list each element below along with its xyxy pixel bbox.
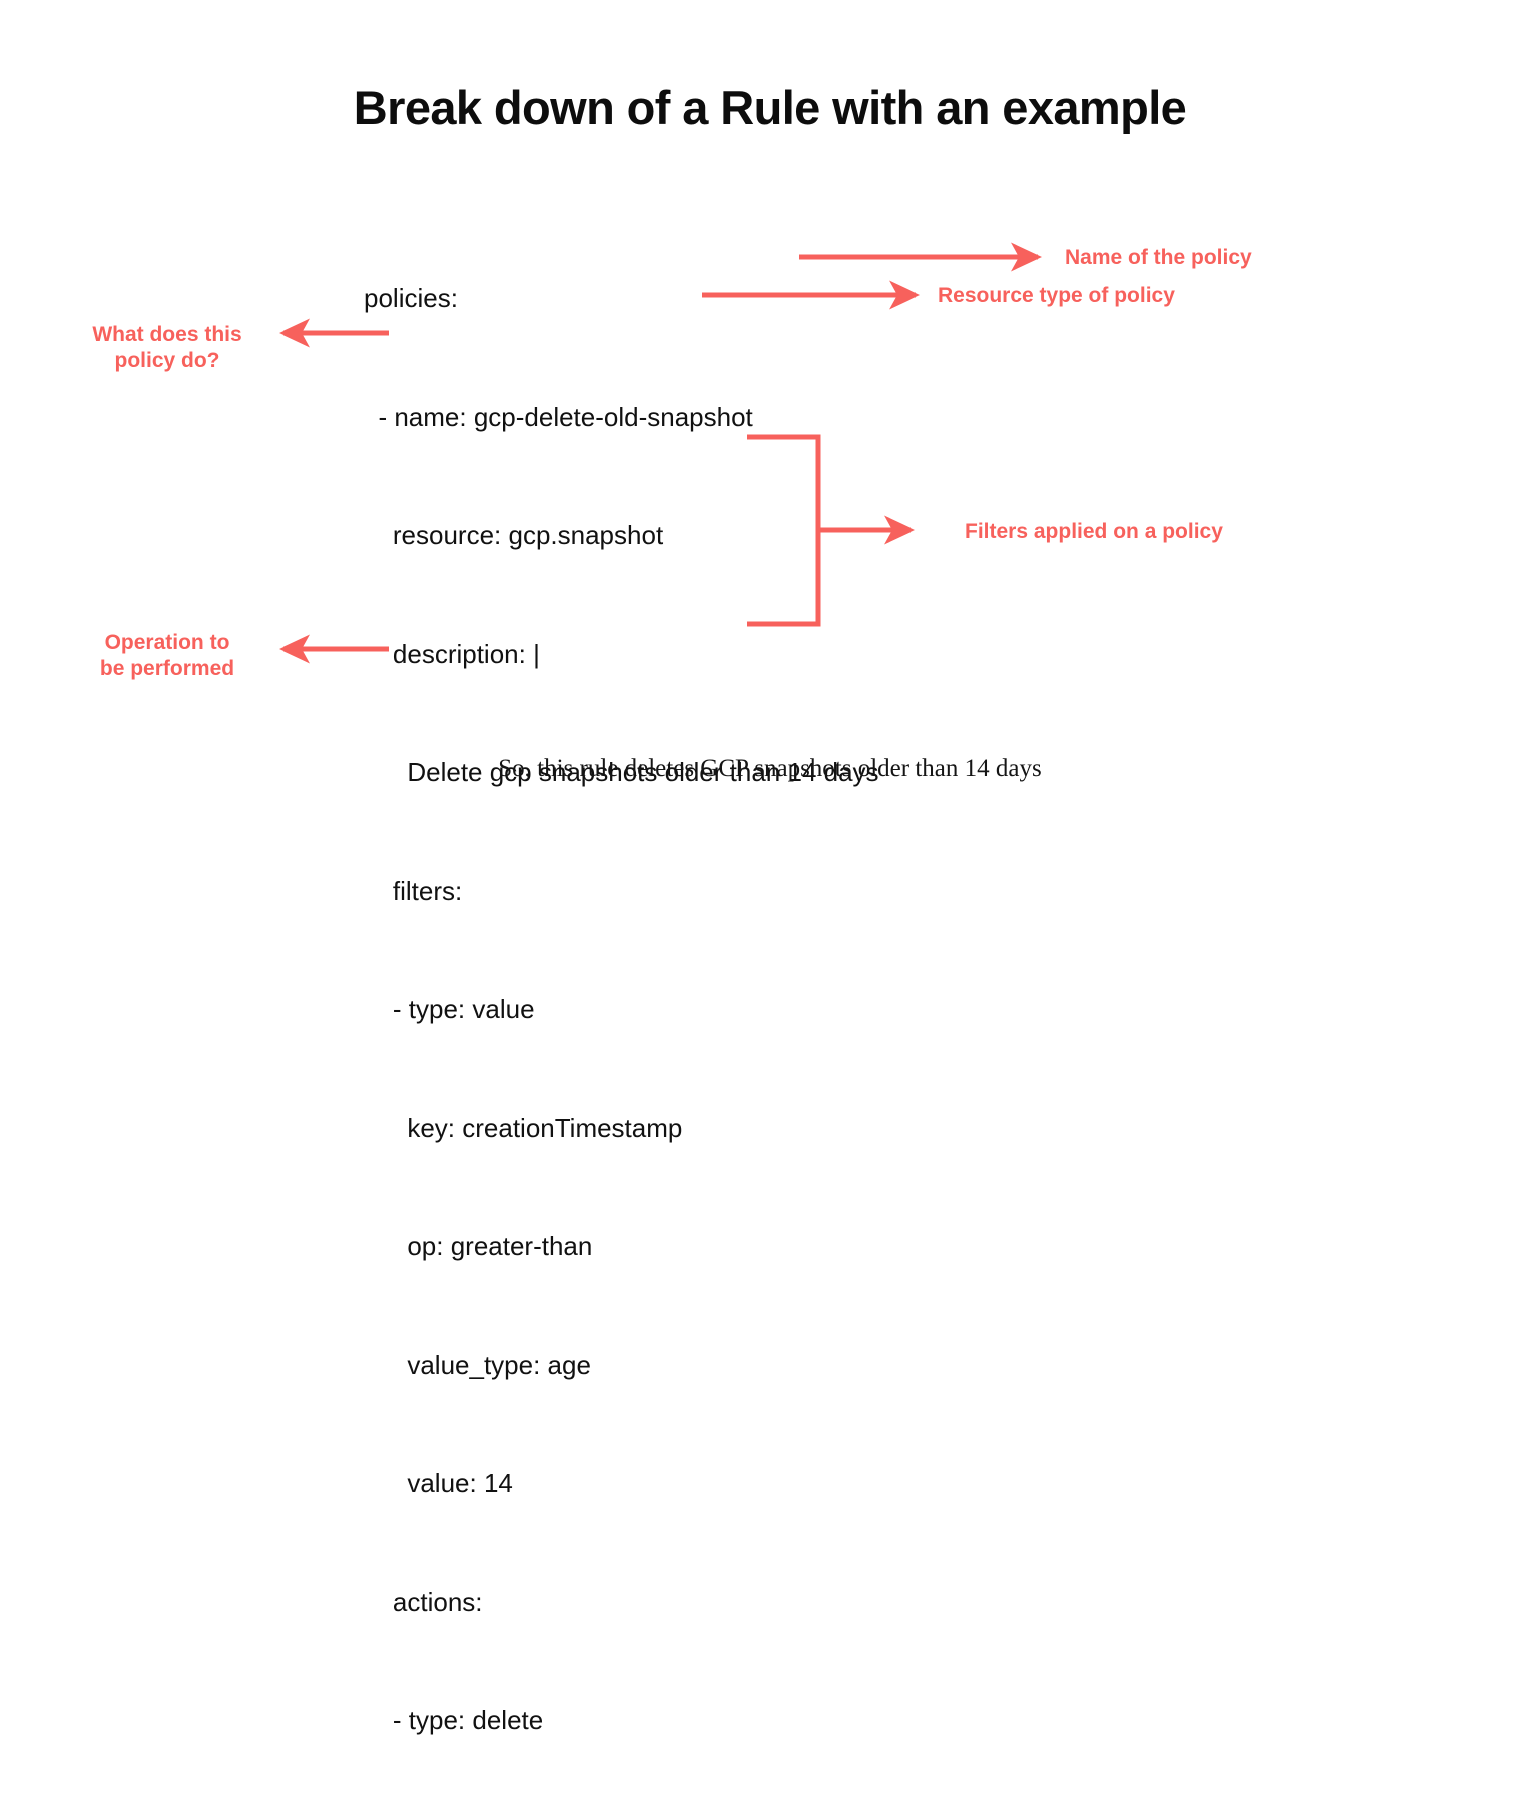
yaml-line-filter-type: - type: value (364, 994, 535, 1024)
label-filters-applied: Filters applied on a policy (965, 520, 1223, 543)
yaml-code-block: policies: - name: gcp-delete-old-snapsho… (364, 200, 879, 1820)
label-resource-type: Resource type of policy (938, 284, 1175, 307)
summary-caption: So, this rule deletes GCP snapshots olde… (498, 755, 1042, 782)
label-operation-performed: Operation to be performed (99, 631, 235, 680)
yaml-line-name: - name: gcp-delete-old-snapshot (364, 401, 753, 432)
yaml-line-actions: actions: (364, 1586, 483, 1617)
yaml-line-filters: filters: (364, 875, 463, 906)
yaml-line-filter-op: op: greater-than (364, 1231, 593, 1261)
label-name-of-policy: Name of the policy (1065, 246, 1252, 269)
yaml-line-filter-value: value: 14 (364, 1468, 513, 1498)
yaml-line-resource: resource: gcp.snapshot (364, 520, 664, 550)
yaml-line-description: description: | (364, 638, 540, 669)
page-title: Break down of a Rule with an example (353, 81, 1187, 134)
yaml-line-action-type: - type: delete (364, 1705, 544, 1735)
yaml-line-description-text: Delete gcp snapshots older than 14 days (364, 757, 879, 787)
yaml-line-policies: policies: (364, 283, 458, 313)
yaml-line-filter-key: key: creationTimestamp (364, 1112, 683, 1143)
label-what-does-policy-do: What does this policy do? (92, 323, 242, 372)
yaml-line-filter-value-type: value_type: age (364, 1349, 591, 1380)
slide-canvas: Break down of a Rule with an example pol… (92, 81, 1252, 1735)
